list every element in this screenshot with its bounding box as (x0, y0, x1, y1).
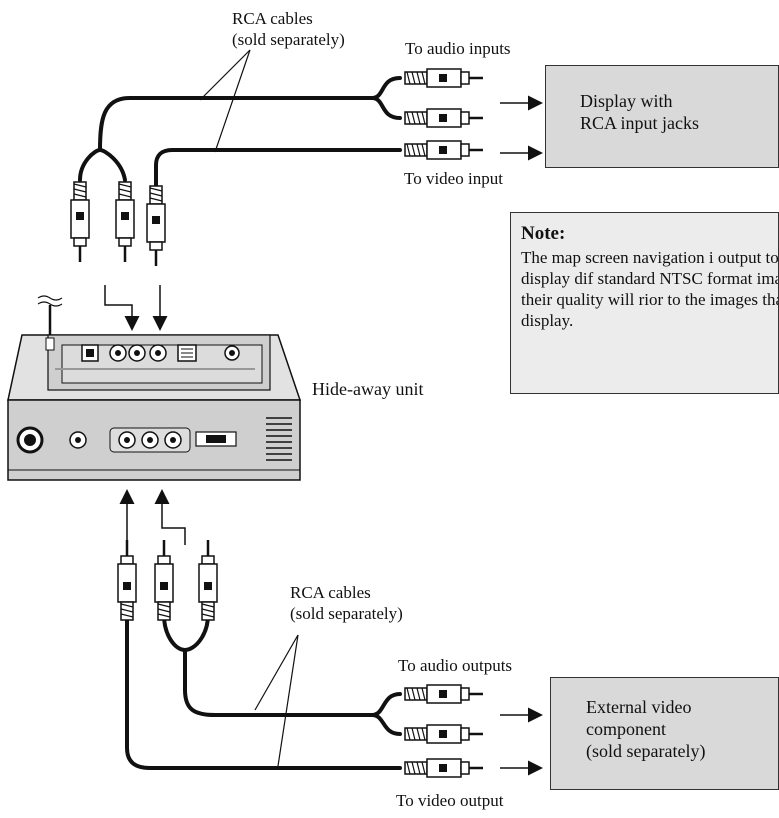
top-left-plug-2 (114, 180, 136, 264)
bottom-left-plug-2 (153, 538, 175, 622)
note-box: Note: The map screen navigation i output… (510, 212, 779, 394)
to-video-input-label: To video input (404, 169, 503, 188)
audio-input-plug-lower (403, 107, 485, 129)
audio-input-plug-upper (403, 67, 485, 89)
label-pointer (254, 634, 299, 711)
top-left-plug-1 (69, 180, 91, 264)
to-audio-inputs-label: To audio inputs (405, 39, 511, 58)
video-output-plug (403, 757, 485, 779)
display-box: Display with RCA input jacks (545, 65, 779, 168)
note-title: Note: (521, 223, 566, 244)
rca-cables-bottom-label: RCA cables (sold separately) (290, 583, 403, 623)
label-pointer (277, 634, 299, 767)
bottom-rca-cables (125, 613, 402, 770)
label-pointer (199, 49, 251, 101)
bottom-left-plug-1 (116, 538, 138, 622)
audio-output-plug-upper (403, 683, 485, 705)
top-rca-cables (78, 76, 402, 187)
label-pointer (214, 49, 251, 153)
top-left-plug-3 (145, 184, 167, 268)
hide-away-unit-label: Hide-away unit (312, 379, 424, 399)
to-audio-outputs-label: To audio outputs (398, 656, 513, 675)
external-component-box: External video component (sold separatel… (550, 677, 779, 790)
audio-output-plug-lower (403, 723, 485, 745)
to-video-output-label: To video output (396, 791, 504, 810)
external-component-text: External video component (sold separatel… (586, 697, 706, 761)
note-body: The map screen navigation i output to th… (521, 248, 779, 330)
display-box-text: Display with RCA input jacks (580, 91, 700, 133)
bottom-left-plug-3 (197, 538, 219, 622)
rca-cables-top-label: RCA cables (sold separately) (232, 9, 345, 49)
video-input-plug (403, 139, 485, 161)
hide-away-unit (7, 295, 302, 481)
